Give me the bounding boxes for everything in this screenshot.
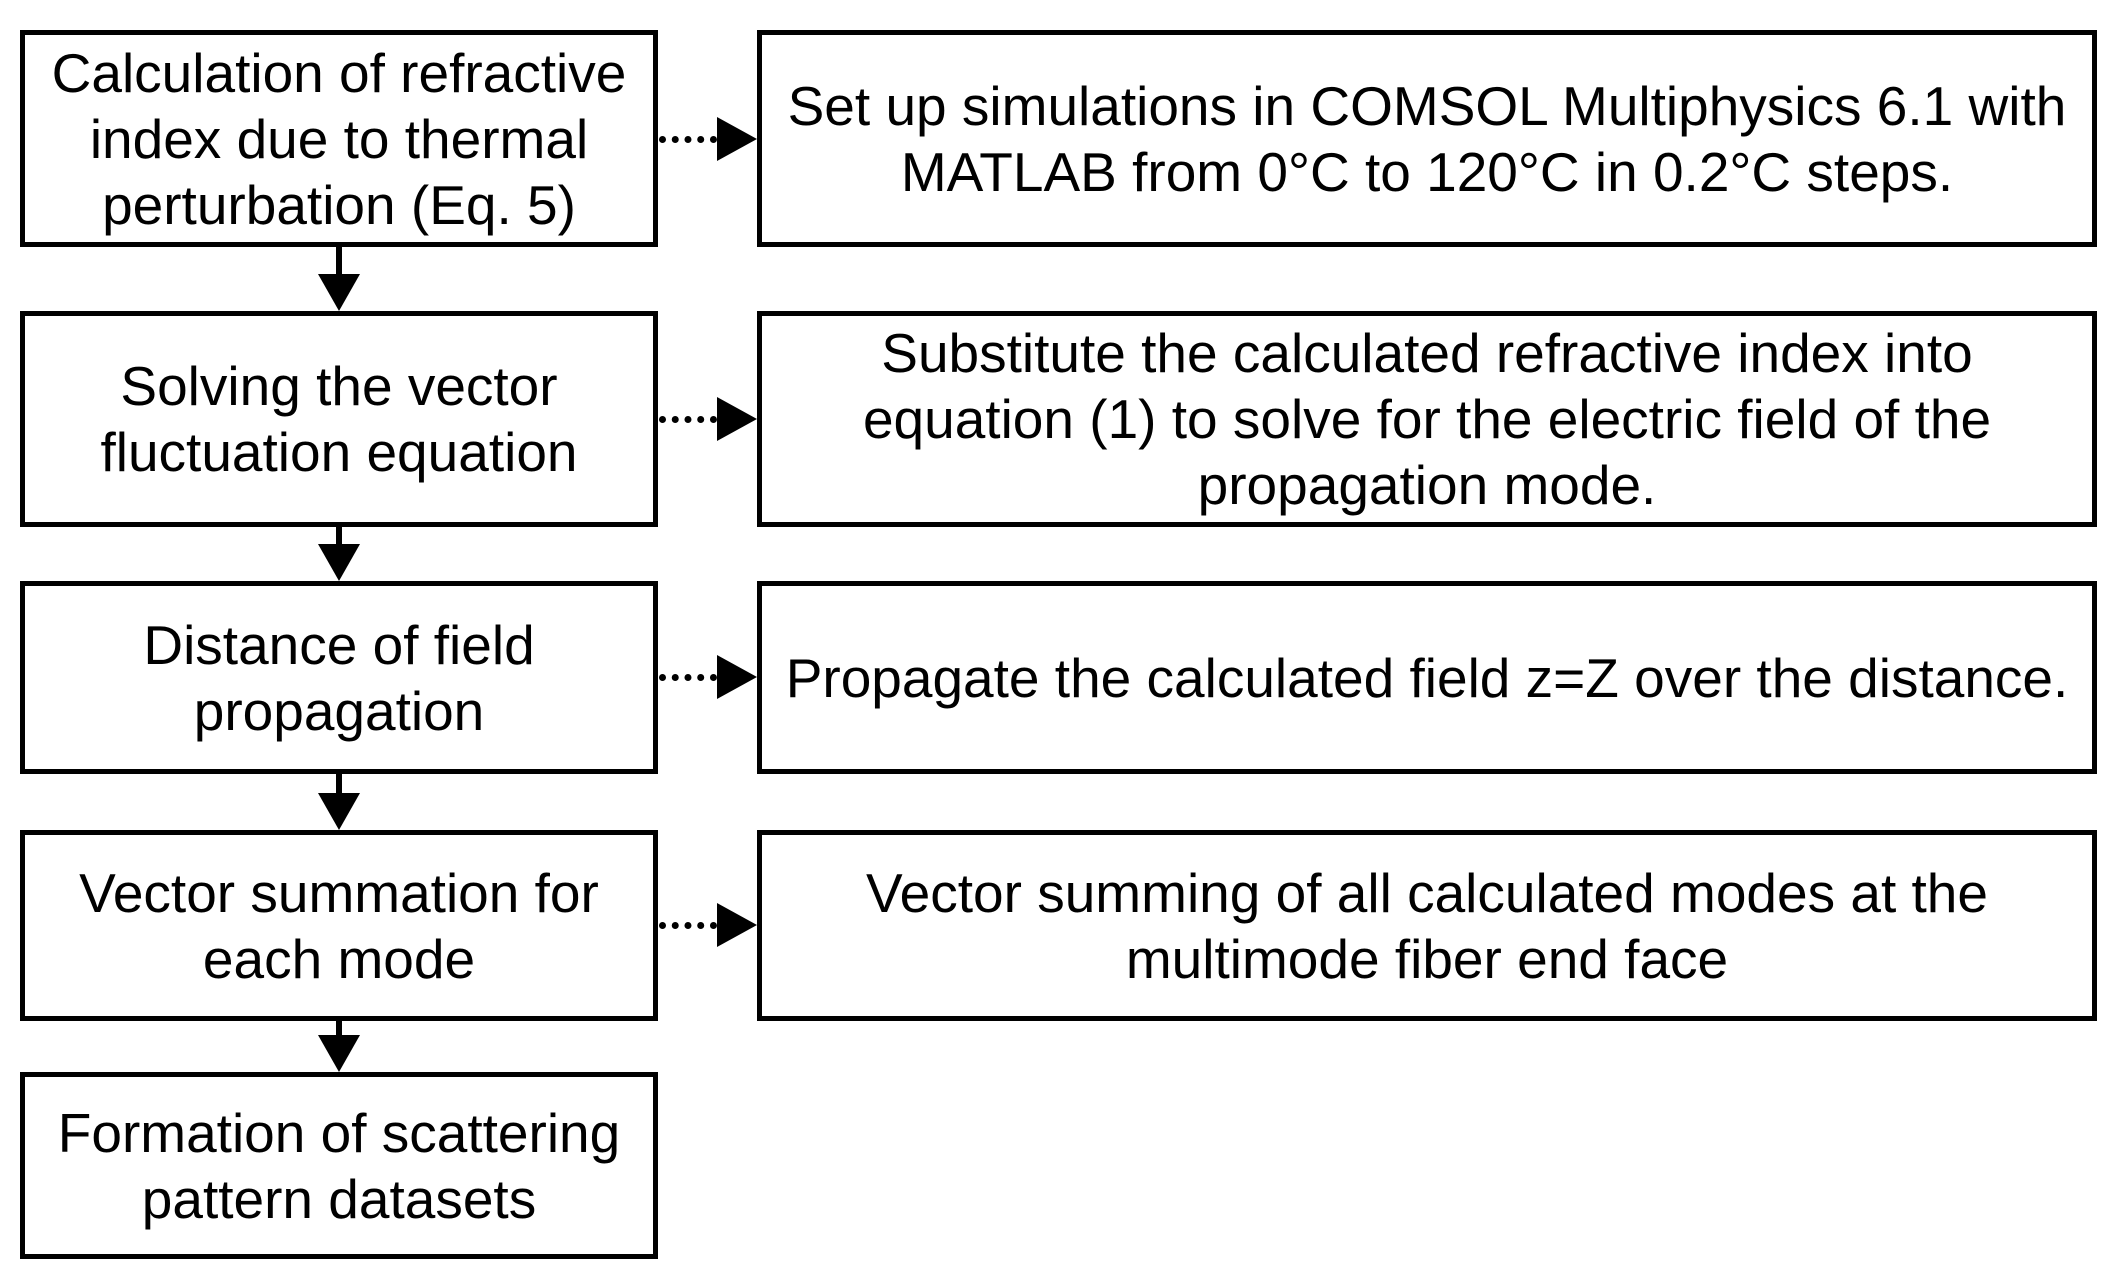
step-box-2-label: Solving the vector fluctuation equation <box>100 355 578 483</box>
arrow-right-head <box>717 397 757 441</box>
arrow-down-stem <box>336 774 342 793</box>
arrow-down-icon <box>317 1021 361 1072</box>
step-box-3: Distance of field propagation <box>20 581 658 774</box>
detail-box-4-label: Vector summing of all calculated modes a… <box>866 861 1988 990</box>
step-box-5-label: Formation of scattering pattern datasets <box>57 1101 621 1230</box>
arrow-down-head <box>318 544 360 581</box>
step-box-5: Formation of scattering pattern datasets <box>20 1072 658 1259</box>
detail-box-3: Propagate the calculated field z=Z over … <box>757 581 2097 774</box>
detail-box-2: Substitute the calculated refractive ind… <box>757 311 2097 527</box>
arrow-down-icon <box>317 774 361 830</box>
arrow-down-head <box>318 793 360 830</box>
step-box-4: Vector summation for each mode <box>20 830 658 1021</box>
detail-box-1: Set up simulations in COMSOL Multiphysic… <box>757 30 2097 247</box>
detail-box-1-label: Set up simulations in COMSOL Multiphysic… <box>787 74 2067 203</box>
dotted-arrow-right-icon <box>659 397 757 441</box>
dotted-arrow-right-icon <box>659 655 757 699</box>
dotted-line <box>659 673 717 681</box>
step-box-1-label: Calculation of refractive index due to t… <box>51 41 627 236</box>
dotted-line <box>659 135 717 143</box>
arrow-down-head <box>318 1035 360 1072</box>
step-box-1: Calculation of refractive index due to t… <box>20 30 658 247</box>
arrow-down-stem <box>336 1021 342 1035</box>
dotted-arrow-right-icon <box>659 117 757 161</box>
arrow-down-stem <box>336 247 342 274</box>
detail-box-3-label: Propagate the calculated field z=Z over … <box>785 646 2069 709</box>
step-box-2: Solving the vector fluctuation equation <box>20 311 658 527</box>
arrow-right-head <box>717 117 757 161</box>
arrow-right-head <box>717 655 757 699</box>
arrow-down-head <box>318 274 360 311</box>
arrow-right-head <box>717 903 757 947</box>
arrow-down-icon <box>317 527 361 581</box>
detail-box-4: Vector summing of all calculated modes a… <box>757 830 2097 1021</box>
step-box-3-label: Distance of field propagation <box>143 613 535 742</box>
arrow-down-stem <box>336 527 342 544</box>
dotted-arrow-right-icon <box>659 903 757 947</box>
detail-box-2-label: Substitute the calculated refractive ind… <box>862 322 1992 516</box>
arrow-down-icon <box>317 247 361 311</box>
dotted-line <box>659 415 717 423</box>
dotted-line <box>659 921 717 929</box>
step-box-4-label: Vector summation for each mode <box>79 861 599 990</box>
